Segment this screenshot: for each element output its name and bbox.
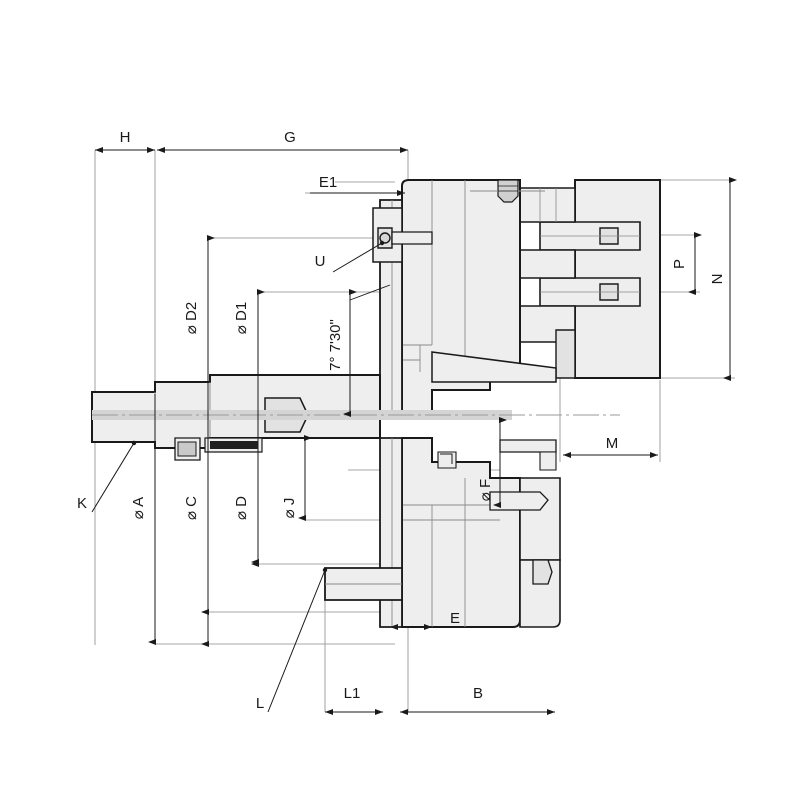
dimension-diameter-A: ⌀ A [130,394,156,645]
dimension-P: P [671,232,702,295]
dimension-angle-taper: 7° 7'30" [327,284,391,417]
dimension-label-E1: E1 [319,174,337,191]
leader-U: U [315,240,385,273]
dimension-label-M: M [606,435,619,452]
dimension-diameter-F: ⌀ F [477,417,507,508]
leader-label-U: U [315,253,326,270]
dimension-label-H: H [120,129,131,146]
leader-label-L: L [256,695,264,712]
dimension-label-B: B [473,685,483,702]
dimension-diameter-C: ⌀ C [183,420,209,615]
dimension-label-N: N [709,274,726,285]
dimension-label-D1: ⌀ D1 [233,302,250,334]
dimension-B: B [400,685,555,715]
leader-K: K [77,440,137,513]
dimension-H: H [95,129,155,153]
dimension-L1: L1 [325,685,383,715]
dimension-label-C: ⌀ C [183,496,200,520]
dimension-label-G: G [284,129,296,146]
dimension-label-A: ⌀ A [130,497,147,519]
lower-flange [324,567,403,601]
locking-screw-upper [372,207,433,263]
sleeve-segments [519,187,576,379]
dimension-label-angle: 7° 7'30" [327,319,344,371]
dimension-N: N [709,177,737,381]
dimension-E: E [390,610,460,630]
leader-L: L [256,567,328,713]
top-fastener [470,179,545,203]
dimension-label-P: P [671,259,688,269]
dimension-diameter-J: ⌀ J [281,435,312,521]
dimension-label-D2: ⌀ D2 [183,302,200,334]
leader-label-K: K [77,495,87,512]
dimension-label-E: E [450,610,460,627]
dimension-label-F: ⌀ F [477,479,494,501]
jaw-block-right [539,179,661,379]
dimension-diameter-D: ⌀ D [233,420,259,565]
sleeve-lower-right [519,477,561,628]
dimension-label-D: ⌀ D [233,496,250,520]
dimension-G: G [157,129,408,153]
dimension-label-J: ⌀ J [281,498,298,519]
corner-details [437,451,557,471]
dimension-M: M [563,435,658,458]
dimension-label-L1: L1 [344,685,361,702]
dimension-E1: E1 [310,174,405,196]
